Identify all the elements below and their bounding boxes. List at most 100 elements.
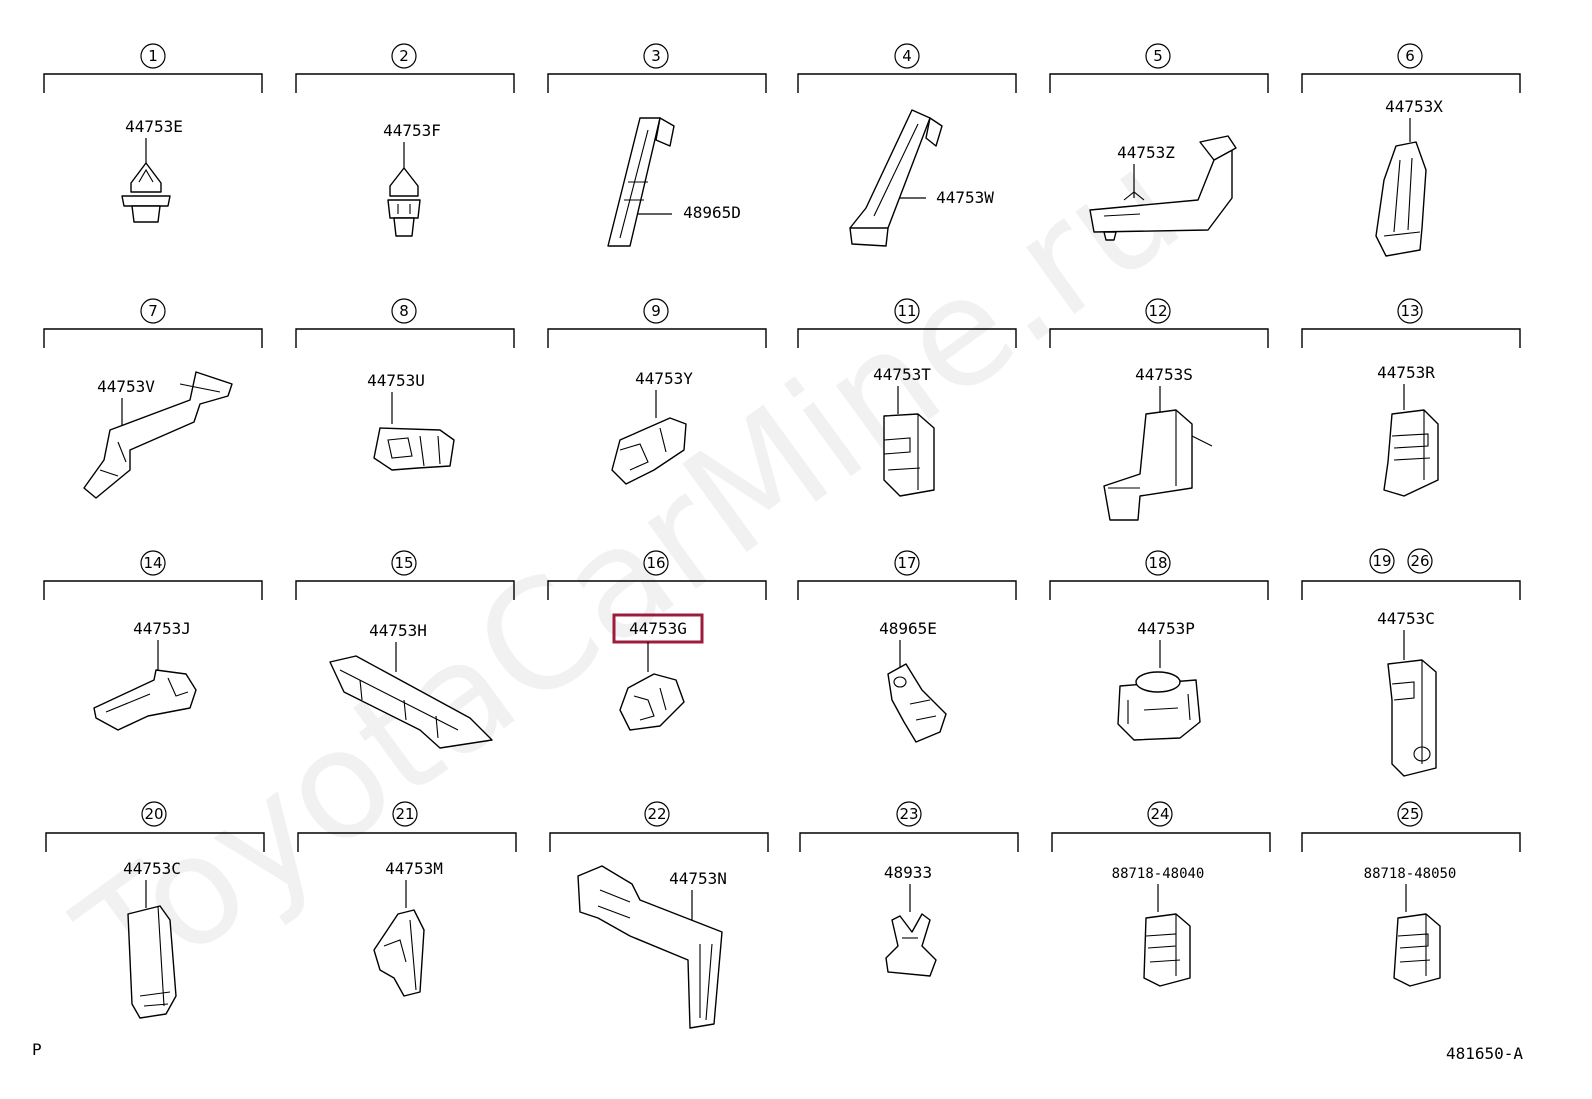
part-cell-16[interactable]: 16 44753G (547, 550, 767, 731)
part-number-label[interactable]: 44753H (369, 621, 427, 640)
ref-circle (140, 550, 166, 576)
clip-drawing (93, 669, 197, 731)
part-number-label[interactable]: 48933 (884, 863, 932, 882)
part-cell-3[interactable]: 3 48965D (547, 43, 767, 247)
clip-drawing (373, 427, 455, 471)
part-cell-14[interactable]: 14 44753J (43, 550, 263, 731)
ref-circle (1397, 801, 1423, 827)
part-cell-4[interactable]: 4 44753W (797, 43, 1017, 247)
group-bracket (1301, 328, 1521, 348)
part-cell-20[interactable]: 20 44753C (45, 801, 265, 1019)
clip-drawing (611, 417, 687, 485)
part-number-label[interactable]: 44753J (133, 619, 191, 638)
group-bracket (295, 328, 515, 348)
part-number-label[interactable]: 44753F (383, 121, 441, 140)
part-cell-11[interactable]: 11 44753T (797, 298, 1017, 497)
group-bracket (295, 580, 515, 600)
part-cell-21[interactable]: 21 44753M (297, 801, 517, 997)
part-number-label[interactable]: 44753V (97, 377, 155, 396)
part-number-label[interactable]: 88718-48050 (1364, 866, 1457, 882)
part-cell-18[interactable]: 18 44753P (1049, 550, 1269, 741)
part-number-label[interactable]: 44753M (385, 859, 443, 878)
ref-number: 17 (897, 554, 916, 572)
part-number-label[interactable]: 44753S (1135, 365, 1193, 384)
clip-drawing (887, 663, 947, 743)
highlight-box (612, 613, 704, 644)
part-number-label[interactable]: 44753U (367, 371, 425, 390)
ref-number: 25 (1400, 805, 1419, 823)
clip-drawing (1383, 409, 1439, 497)
diagram-number: 481650-A (1446, 1044, 1524, 1063)
ref-number: 3 (651, 47, 661, 65)
part-cell-1[interactable]: 1 44753E (43, 43, 263, 223)
ref-number: 21 (395, 805, 414, 823)
part-number-label[interactable]: 48965E (879, 619, 937, 638)
part-cell-2[interactable]: 2 44753F (295, 43, 515, 237)
ref-number: 24 (1150, 805, 1169, 823)
part-number-label[interactable]: 48965D (683, 203, 741, 222)
part-cell-12[interactable]: 12 44753S (1049, 298, 1269, 521)
ref-number: 6 (1405, 47, 1415, 65)
group-bracket (1051, 832, 1271, 852)
clip-drawing (607, 117, 675, 247)
part-number-label[interactable]: 88718-48040 (1112, 866, 1205, 882)
part-cell-22[interactable]: 22 44753N (549, 801, 769, 1029)
clip-drawing (1117, 671, 1201, 741)
part-number-label[interactable]: 44753W (936, 188, 994, 207)
group-bracket (1049, 328, 1269, 348)
group-bracket (799, 832, 1019, 852)
clip-drawing (329, 655, 493, 749)
group-bracket (1301, 580, 1521, 600)
ref-circle (392, 801, 418, 827)
group-bracket (547, 328, 767, 348)
part-number-label[interactable]: 44753N (669, 869, 727, 888)
group-bracket (797, 328, 1017, 348)
ref-number: 8 (399, 302, 409, 320)
part-cell-17[interactable]: 17 48965E (797, 550, 1017, 743)
part-cell-15[interactable]: 15 44753H (295, 550, 515, 749)
part-number-label[interactable]: 44753Y (635, 369, 693, 388)
group-bracket (547, 580, 767, 600)
part-cell-9[interactable]: 9 44753Y (547, 298, 767, 485)
part-cell-13[interactable]: 13 44753R (1301, 298, 1521, 497)
clip-drawing (1387, 659, 1437, 777)
ref-number: 26 (1410, 552, 1429, 570)
clip-drawing (1089, 135, 1237, 241)
part-number-label[interactable]: 44753X (1385, 97, 1443, 116)
part-cell-23[interactable]: 23 48933 (799, 801, 1019, 977)
ref-circle (1145, 298, 1171, 324)
group-bracket (43, 73, 263, 93)
ref-circle (391, 43, 417, 69)
ref-circle (1145, 43, 1171, 69)
ref-number: 13 (1400, 302, 1419, 320)
clip-drawing (885, 913, 937, 977)
part-cell-7[interactable]: 7 44753V (43, 298, 263, 499)
ref-circle (643, 550, 669, 576)
ref-number: 22 (647, 805, 666, 823)
part-number-label[interactable]: 44753C (123, 859, 181, 878)
part-number-label[interactable]: 44753C (1377, 609, 1435, 628)
ref-number: 14 (143, 554, 162, 572)
clip-drawing (387, 167, 421, 237)
part-cell-6[interactable]: 6 44753X (1301, 43, 1521, 257)
part-cell-8[interactable]: 8 44753U (295, 298, 515, 471)
ref-circle (141, 801, 167, 827)
part-number-label[interactable]: 44753P (1137, 619, 1195, 638)
group-bracket (43, 328, 263, 348)
part-number-label[interactable]: 44753Z (1117, 143, 1175, 162)
part-number-label[interactable]: 44753E (125, 117, 183, 136)
group-bracket (547, 73, 767, 93)
ref-circle (1369, 548, 1395, 574)
part-cell-19-26[interactable]: 19 26 44753C (1301, 548, 1521, 777)
page-code: P (32, 1040, 42, 1059)
part-cell-5[interactable]: 5 44753Z (1049, 43, 1269, 241)
group-bracket (797, 73, 1017, 93)
part-number-label[interactable]: 44753G (629, 619, 687, 638)
part-number-label[interactable]: 44753R (1377, 363, 1435, 382)
part-cell-24[interactable]: 24 88718-48040 (1051, 801, 1271, 987)
part-cell-25[interactable]: 25 88718-48050 (1301, 801, 1521, 987)
part-number-label[interactable]: 44753T (873, 365, 931, 384)
group-bracket (1301, 832, 1521, 852)
group-bracket (295, 73, 515, 93)
